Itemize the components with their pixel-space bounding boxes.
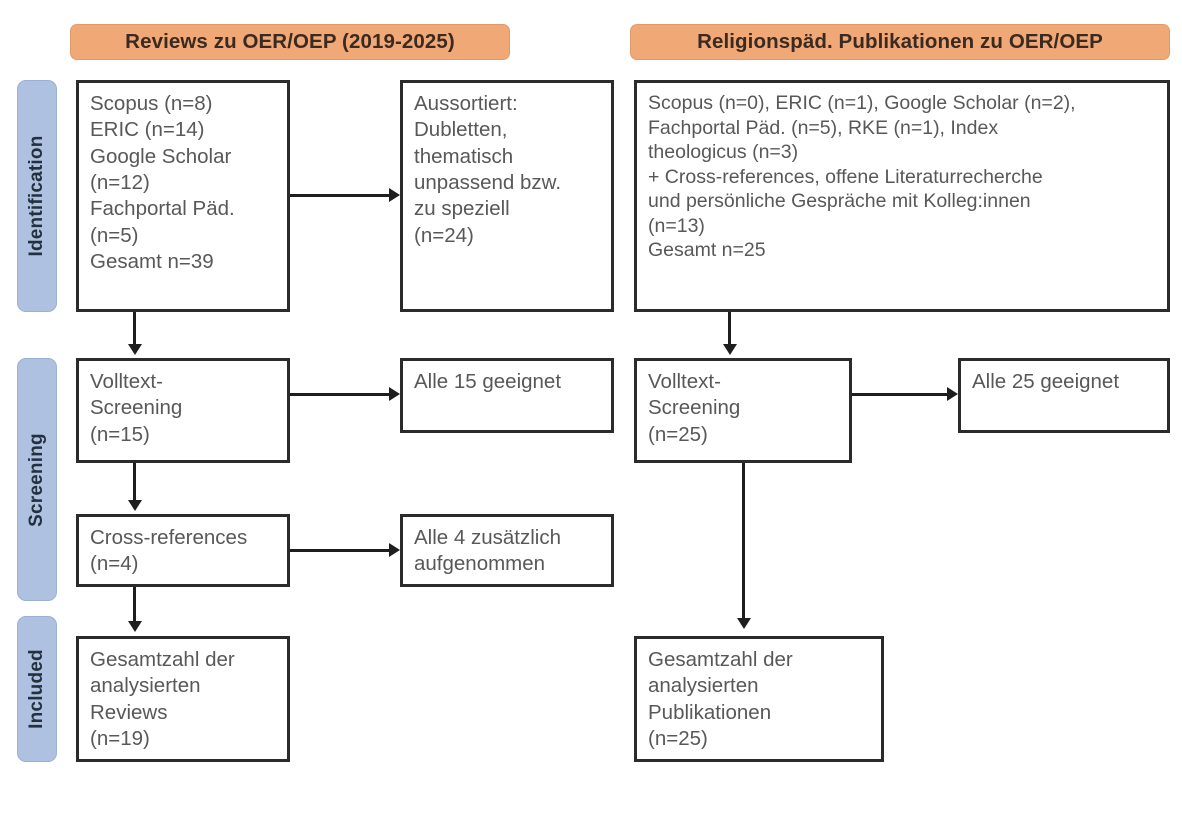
stage-label-included: Included [17, 616, 57, 762]
arrowhead-right-screening-to-result [947, 387, 958, 401]
arrowhead-left-screening-to-crossrefs [128, 500, 142, 511]
arrowhead-left-crossrefs-to-result [389, 543, 400, 557]
left-screening-result-box: Alle 15 geeignet [400, 358, 614, 433]
left-crossrefs-box: Cross-references (n=4) [76, 514, 290, 587]
left-identification-box: Scopus (n=8) ERIC (n=14) Google Scholar … [76, 80, 290, 312]
connector-right-screening-to-result [852, 393, 947, 396]
connector-left-screening-to-result [290, 393, 389, 396]
arrowhead-left-crossrefs-to-included [128, 621, 142, 632]
right-identification-box: Scopus (n=0), ERIC (n=1), Google Scholar… [634, 80, 1170, 312]
right-included-box: Gesamtzahl der analysierten Publikatione… [634, 636, 884, 762]
connector-left-crossrefs-to-result [290, 549, 389, 552]
left-crossrefs-result-box: Alle 4 zusätzlich aufgenommen [400, 514, 614, 587]
stage-label-identification: Identification [17, 80, 57, 312]
column-header-left: Reviews zu OER/OEP (2019-2025) [70, 24, 510, 60]
arrowhead-right-screening-to-included [737, 618, 751, 629]
arrowhead-left-screening-to-result [389, 387, 400, 401]
left-screening-box: Volltext- Screening (n=15) [76, 358, 290, 463]
connector-right-identification-to-screening [728, 312, 731, 346]
connector-right-screening-to-included [742, 463, 745, 620]
connector-left-crossrefs-to-included [133, 587, 136, 623]
connector-left-identification-to-excluded [290, 194, 389, 197]
stage-label-included-text: Included [26, 649, 47, 729]
connector-left-screening-to-crossrefs [133, 463, 136, 502]
stage-label-identification-text: Identification [26, 135, 47, 257]
left-included-box: Gesamtzahl der analysierten Reviews (n=1… [76, 636, 290, 762]
column-header-right: Religionspäd. Publikationen zu OER/OEP [630, 24, 1170, 60]
arrowhead-left-identification-to-screening [128, 344, 142, 355]
stage-label-screening: Screening [17, 358, 57, 601]
right-screening-box: Volltext- Screening (n=25) [634, 358, 852, 463]
left-excluded-box: Aussortiert: Dubletten, thematisch unpas… [400, 80, 614, 312]
connector-left-identification-to-screening [133, 312, 136, 346]
arrowhead-right-identification-to-screening [723, 344, 737, 355]
right-screening-result-box: Alle 25 geeignet [958, 358, 1170, 433]
arrowhead-left-identification-to-excluded [389, 188, 400, 202]
stage-label-screening-text: Screening [26, 432, 47, 527]
